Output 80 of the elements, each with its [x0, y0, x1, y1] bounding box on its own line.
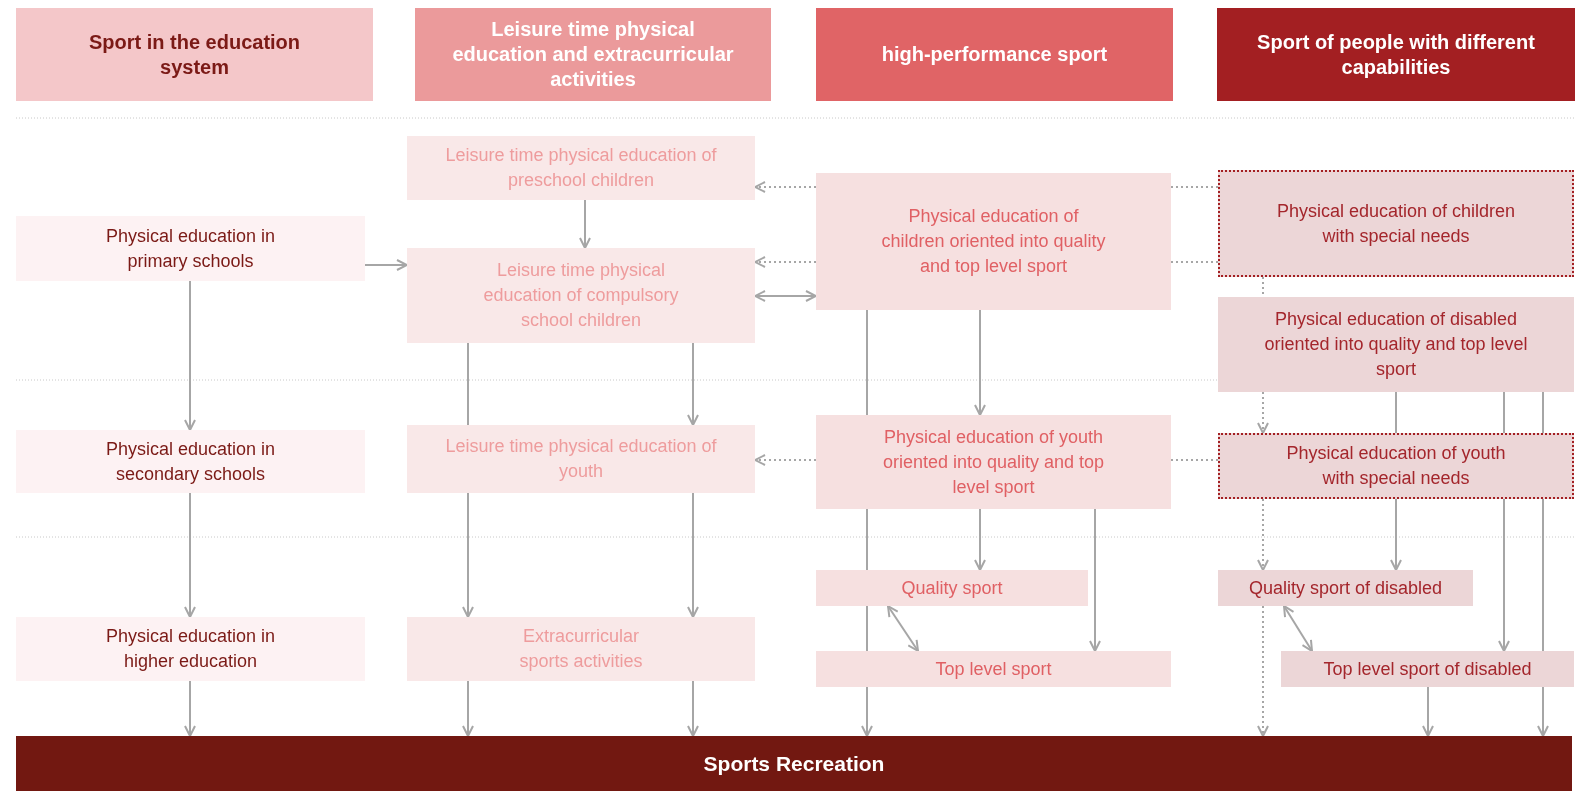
dotted-arrow	[1257, 498, 1269, 571]
dotted-process-box	[1218, 170, 1574, 277]
header-text: Sport of people with different capabilities	[1256, 29, 1536, 80]
column-header	[1217, 8, 1575, 101]
arrow	[1422, 686, 1434, 737]
process-box	[407, 136, 755, 200]
process-box	[1218, 297, 1574, 392]
box-label: Physical education of children with special needs	[1275, 199, 1517, 248]
box-label: Physical education in primary schools	[104, 224, 277, 273]
double-arrow	[887, 605, 919, 652]
arrow	[861, 686, 873, 737]
arrow	[579, 199, 591, 249]
column-header	[415, 8, 771, 101]
box-label: Extracurricular sports activities	[518, 625, 644, 673]
arrow	[1089, 508, 1101, 652]
arrow	[462, 492, 474, 618]
dotted-connector-line	[1170, 459, 1219, 461]
process-box	[816, 415, 1171, 509]
box-label: Quality sport	[901, 576, 1003, 600]
arrow	[184, 492, 196, 618]
arrow	[974, 508, 986, 571]
process-box	[816, 570, 1088, 606]
header-text: Leisure time physical education and extracurricular activities	[451, 17, 735, 92]
connector-line	[866, 605, 868, 652]
recreation-bar	[16, 736, 1572, 791]
process-box	[816, 651, 1171, 687]
connector-line	[1542, 391, 1544, 434]
connector-line	[1503, 391, 1505, 434]
arrow	[687, 492, 699, 618]
header-text: high-performance sport	[881, 42, 1108, 67]
box-label: Physical education of children oriented into quality and top level sport	[880, 205, 1107, 278]
process-box	[16, 216, 365, 281]
column-header	[16, 8, 373, 101]
dotted-connector-line	[1170, 186, 1219, 188]
process-box	[407, 425, 755, 493]
box-label: Leisure time physical education of youth	[444, 435, 718, 483]
process-box	[816, 173, 1171, 310]
arrow	[364, 259, 408, 271]
box-label: Quality sport of disabled	[1248, 576, 1443, 600]
process-box	[1218, 570, 1473, 606]
arrow	[687, 342, 699, 426]
arrow	[1537, 686, 1549, 737]
arrow	[974, 309, 986, 416]
dotted-process-box	[1218, 433, 1574, 499]
connector-line	[866, 309, 868, 416]
box-label: Leisure time physical education of preschool children	[444, 144, 718, 192]
dotted-arrow	[1257, 391, 1269, 434]
header-text: Sport in the education system	[87, 29, 302, 80]
column-header	[816, 8, 1173, 101]
box-label: Physical education of youth oriented into quality and top level sport	[881, 425, 1106, 499]
box-label: Top level sport	[935, 657, 1052, 681]
arrow	[184, 680, 196, 737]
process-box	[407, 248, 755, 343]
connector-line	[866, 508, 868, 571]
box-label: Physical education in higher education	[104, 625, 277, 673]
arrow	[687, 680, 699, 737]
box-label: Physical education in secondary schools	[104, 437, 277, 486]
connector-line	[467, 342, 469, 426]
dotted-arrow	[754, 454, 817, 466]
box-label: Physical education of disabled oriented into quality and top level sport	[1263, 308, 1529, 381]
dotted-connector-line	[1170, 261, 1219, 263]
process-box	[1281, 651, 1574, 687]
arrow	[1498, 498, 1510, 652]
box-label: Top level sport of disabled	[1323, 657, 1532, 681]
dotted-arrow	[1257, 605, 1269, 737]
box-label: Physical education of youth with special needs	[1285, 442, 1507, 490]
arrow	[462, 680, 474, 737]
bar-label: Sports Recreation	[703, 751, 885, 776]
box-label: Leisure time physical education of compulsory school children	[482, 259, 680, 332]
double-arrow	[754, 290, 817, 302]
arrow	[1390, 498, 1402, 571]
dotted-arrow	[754, 181, 817, 193]
double-arrow	[1283, 605, 1313, 652]
process-box	[407, 617, 755, 681]
connector-line	[1395, 391, 1397, 434]
process-box	[16, 617, 365, 681]
process-box	[16, 430, 365, 493]
dotted-arrow	[754, 256, 817, 268]
arrow	[184, 280, 196, 431]
connector-line	[1542, 498, 1544, 652]
